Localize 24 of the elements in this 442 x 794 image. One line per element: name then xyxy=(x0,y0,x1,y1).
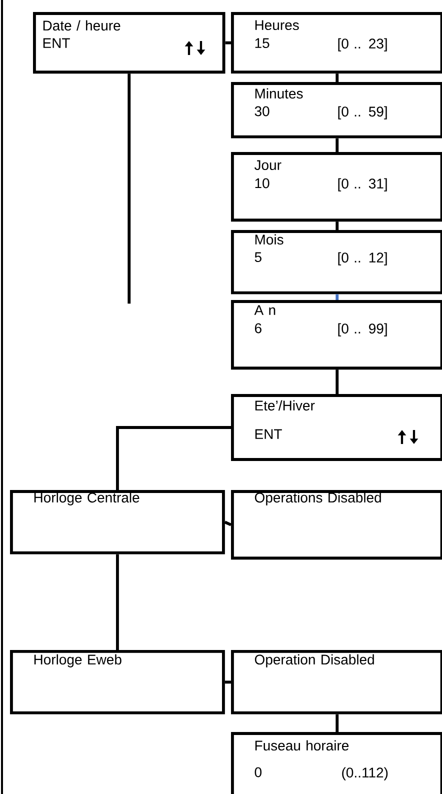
connector-line xyxy=(224,520,232,526)
connector-line xyxy=(336,370,339,394)
connector-line xyxy=(336,74,339,82)
connector-line xyxy=(336,222,339,230)
menu-box: A n 6 [0 .. 99] xyxy=(231,300,442,370)
menu-box: Date / heure ENT xyxy=(33,12,226,74)
menu-box: Operations Disabled xyxy=(231,490,442,560)
connector-line xyxy=(336,138,339,152)
connector-line xyxy=(116,426,231,490)
menu-box: Minutes 30 [0 .. 59] xyxy=(231,82,442,138)
connector-line xyxy=(116,554,119,650)
menu-box: Heures 15 [0 .. 23] xyxy=(231,12,442,74)
menu-box: Mois 5 [0 .. 12] xyxy=(231,230,442,294)
menu-box: Horloge Centrale xyxy=(10,490,225,554)
connector-line xyxy=(336,294,339,300)
connector-line xyxy=(224,680,231,684)
menu-box: Jour 10 [0 .. 31] xyxy=(231,152,442,222)
menu-box: Operation Disabled xyxy=(231,650,442,714)
connector-line xyxy=(225,41,231,44)
menu-box: Fuseau horaire 0 (0..112) xyxy=(231,732,442,794)
menu-box: Horloge Eweb xyxy=(10,650,225,714)
connector-line xyxy=(128,74,131,304)
connector-line xyxy=(336,714,339,732)
menu-box: Ete’/Hiver ENT xyxy=(231,394,442,461)
